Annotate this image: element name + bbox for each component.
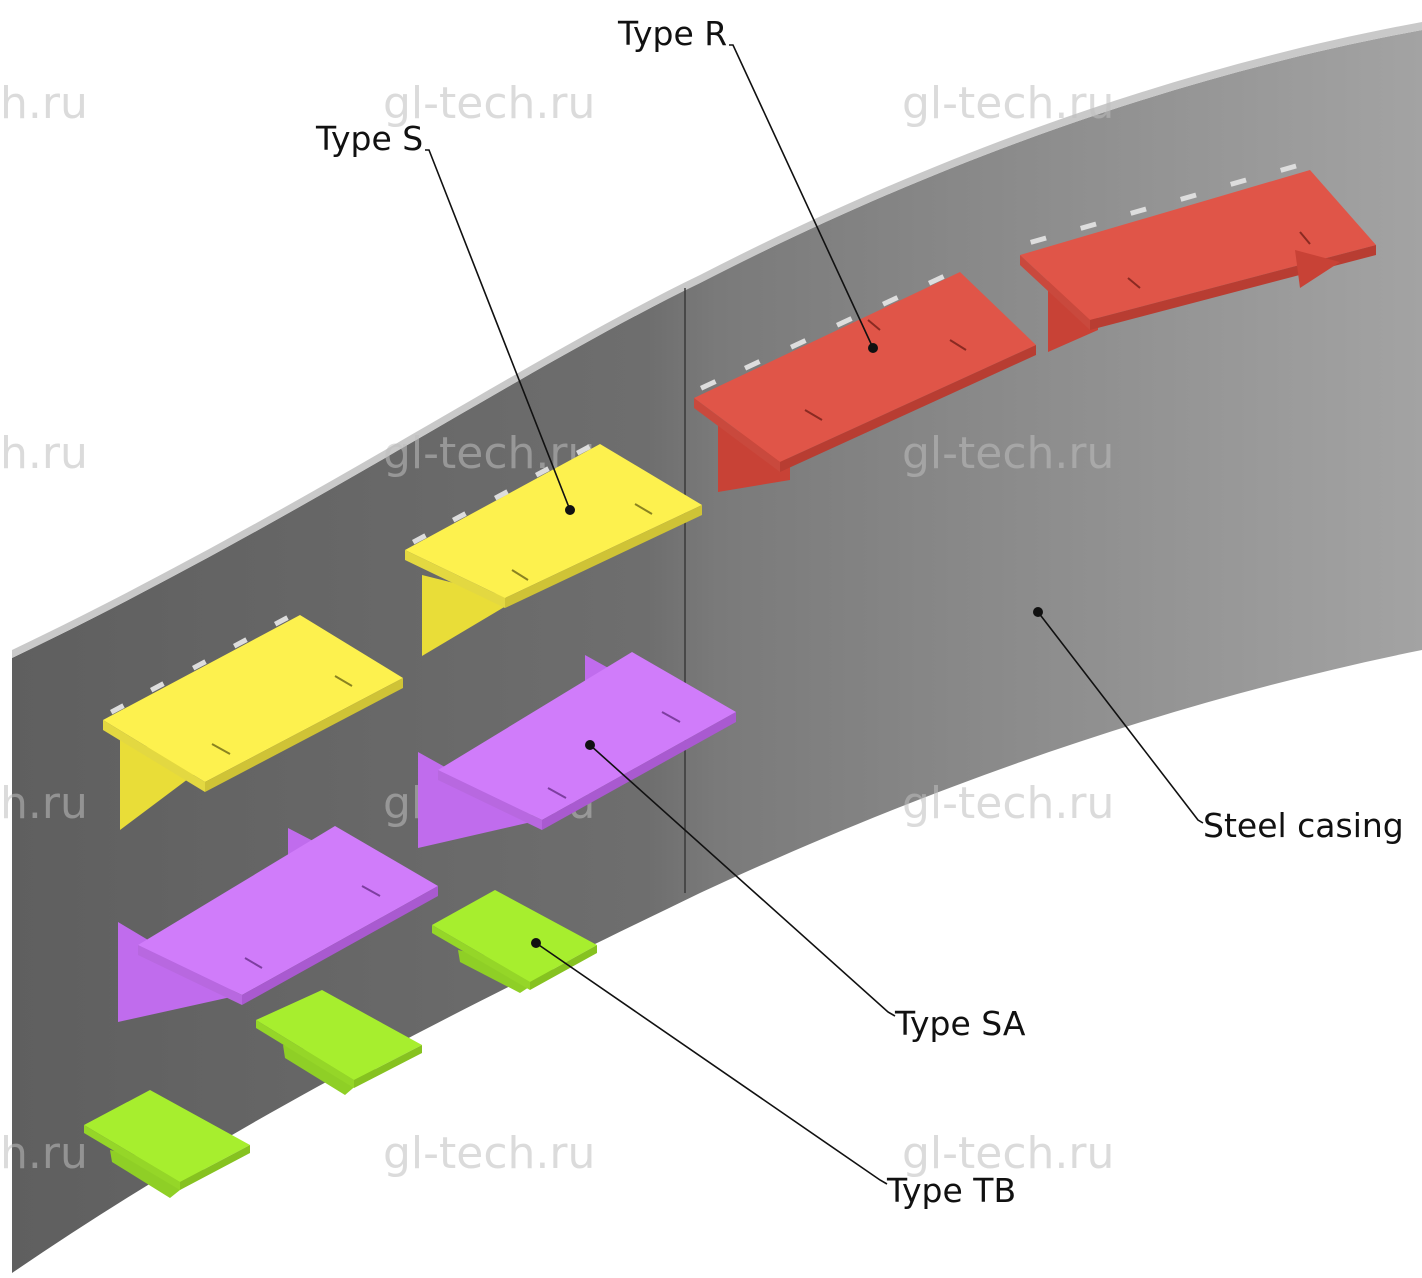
- type-tb-bracket: [84, 1090, 250, 1198]
- leader-dot: [585, 740, 595, 750]
- label-type-tb: Type TB: [886, 1171, 1016, 1210]
- watermark-text: gl-tech.ru: [902, 78, 1114, 129]
- label-steel-casing: Steel casing: [1203, 806, 1404, 845]
- leader-type-tb: [535, 942, 888, 1185]
- watermark-text: h.ru: [0, 78, 88, 129]
- label-type-r: Type R: [617, 14, 727, 53]
- type-s-bracket: [103, 615, 403, 830]
- type-tb-bracket: [256, 990, 422, 1095]
- watermark-text: gl-tech.ru: [383, 1128, 595, 1179]
- leader-dot: [531, 938, 541, 948]
- watermark-text: gl-tech.ru: [902, 428, 1114, 479]
- leader-lines: [425, 44, 1204, 1185]
- leader-type-s: [425, 149, 571, 511]
- watermark-text: h.ru: [0, 1128, 88, 1179]
- leader-dot: [1033, 607, 1043, 617]
- watermark-text: h.ru: [0, 778, 88, 829]
- type-sa-bracket: [418, 652, 736, 848]
- labels: Type R Type S Type SA Type TB Steel casi…: [315, 14, 1404, 1210]
- leader-steel-casing: [1037, 611, 1204, 824]
- type-s-bracket: [405, 444, 702, 656]
- type-r-bracket: [694, 272, 1036, 492]
- watermark-text: h.ru: [0, 428, 88, 479]
- watermark-text: gl-tech.ru: [902, 1128, 1114, 1179]
- type-sa-bracket: [118, 826, 438, 1022]
- watermark-text: gl-tech.ru: [902, 778, 1114, 829]
- type-tb-bracket: [432, 890, 597, 993]
- label-type-s: Type S: [315, 119, 423, 158]
- label-type-sa: Type SA: [894, 1004, 1026, 1043]
- leader-type-r: [729, 44, 874, 349]
- leader-dot: [868, 343, 878, 353]
- leader-dot: [565, 505, 575, 515]
- type-r-bracket: [1020, 163, 1376, 352]
- watermark-text: gl-tech.ru: [383, 78, 595, 129]
- leader-type-sa: [589, 744, 896, 1017]
